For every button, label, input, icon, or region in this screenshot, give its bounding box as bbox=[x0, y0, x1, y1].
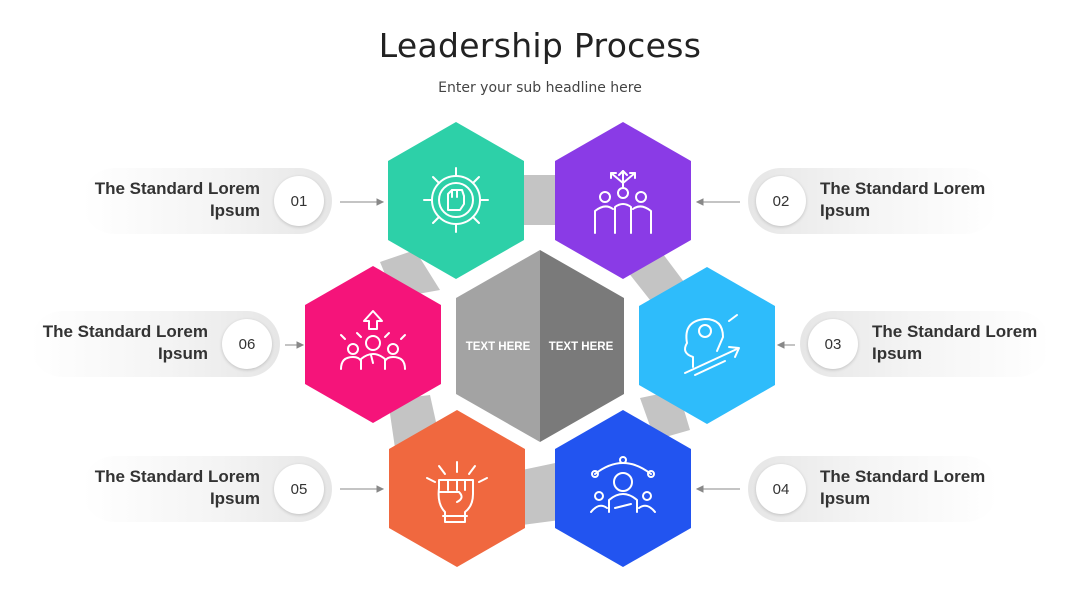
center-hexagon bbox=[456, 250, 624, 442]
step-number-badge: 04 bbox=[756, 464, 806, 514]
arrow-04 bbox=[695, 485, 740, 493]
team-direction-icon bbox=[594, 170, 652, 234]
arrow-03 bbox=[776, 341, 795, 349]
arrow-02 bbox=[695, 198, 740, 206]
arrow-06 bbox=[285, 341, 305, 349]
connector-04-05 bbox=[522, 462, 560, 525]
step-label: The Standard Lorem Ipsum bbox=[820, 179, 986, 220]
connector-01-02 bbox=[520, 175, 555, 225]
center-hex-left-half bbox=[456, 250, 540, 442]
page-subtitle: Enter your sub headline here bbox=[438, 80, 642, 96]
fist-gear-icon bbox=[423, 167, 489, 233]
head-growth-icon bbox=[684, 314, 740, 376]
step-label: The Standard Lorem Ipsum bbox=[94, 467, 260, 508]
step-label: The Standard Lorem Ipsum bbox=[820, 467, 986, 508]
hex-step-04 bbox=[555, 410, 691, 567]
step-label: The Standard Lorem Ipsum bbox=[94, 179, 260, 220]
hex-step-01 bbox=[388, 122, 524, 279]
pointer-arrows bbox=[285, 198, 795, 493]
hex-step-02 bbox=[555, 122, 691, 279]
hex-step-06 bbox=[305, 266, 441, 423]
page-title: Leadership Process bbox=[378, 26, 702, 65]
raised-fist-icon bbox=[426, 461, 488, 523]
step-card-03: 03 The Standard Lorem Ipsum bbox=[800, 311, 1050, 377]
step-card-06: The Standard Lorem Ipsum 06 bbox=[30, 311, 280, 377]
step-label: The Standard Lorem Ipsum bbox=[872, 322, 1038, 363]
step-card-02: 02 The Standard Lorem Ipsum bbox=[748, 168, 998, 234]
step-card-04: 04 The Standard Lorem Ipsum bbox=[748, 456, 998, 522]
center-right-text: TEXT HERE bbox=[548, 341, 614, 353]
arrow-01 bbox=[340, 198, 385, 206]
step-number-badge: 01 bbox=[274, 176, 324, 226]
center-left-text: TEXT HERE bbox=[465, 341, 531, 353]
step-label: The Standard Lorem Ipsum bbox=[42, 322, 208, 363]
step-number-badge: 06 bbox=[222, 319, 272, 369]
step-number-badge: 02 bbox=[756, 176, 806, 226]
step-number-badge: 05 bbox=[274, 464, 324, 514]
team-up-icon bbox=[340, 310, 406, 370]
step-card-01: The Standard Lorem Ipsum 01 bbox=[82, 168, 332, 234]
leader-network-icon bbox=[590, 456, 656, 513]
step-card-05: The Standard Lorem Ipsum 05 bbox=[82, 456, 332, 522]
hex-step-03 bbox=[639, 267, 775, 424]
step-number-badge: 03 bbox=[808, 319, 858, 369]
center-hex-right-half bbox=[540, 250, 624, 442]
arrow-05 bbox=[340, 485, 385, 493]
